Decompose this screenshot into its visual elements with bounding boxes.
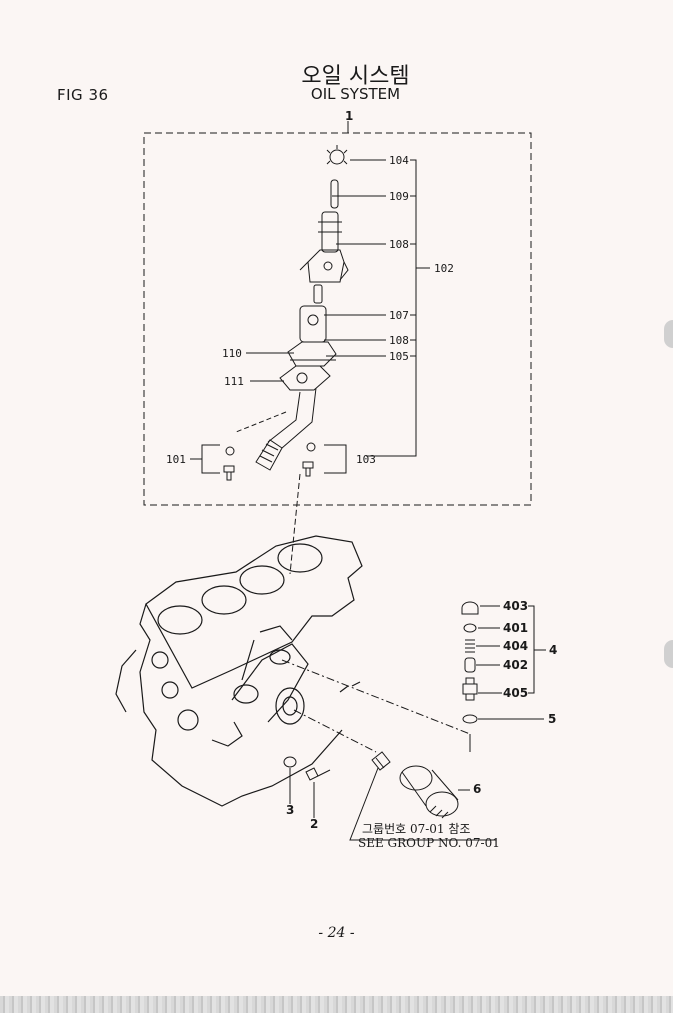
callout-101: 101: [166, 453, 186, 466]
spring-404: [465, 639, 475, 653]
oil-pump-shaft-lower: [313, 284, 323, 304]
callout-102: 102: [434, 262, 454, 275]
callout-2: 2: [310, 817, 318, 831]
callout-110: 110: [222, 347, 242, 360]
callout-108-upper: 108: [389, 238, 409, 251]
bolt-101: [223, 446, 235, 481]
callout-108-lower: 108: [389, 334, 409, 347]
callout-401: 401: [503, 621, 528, 635]
binder-hole-top: [664, 320, 673, 348]
bolt-103: [302, 442, 316, 477]
reference-note-english: SEE GROUP NO. 07-01: [358, 836, 500, 850]
washer-3: [283, 756, 297, 768]
valve-402: [464, 657, 476, 673]
oil-pump-shaft: [330, 179, 339, 209]
engine-block: [115, 535, 363, 807]
oil-pump-body-upper: [299, 211, 349, 283]
callout-107: 107: [389, 309, 409, 322]
callout-5: 5: [548, 712, 556, 726]
callout-104: 104: [389, 154, 409, 167]
callout-1: 1: [345, 109, 353, 123]
callout-4: 4: [549, 643, 557, 657]
gasket-401: [463, 623, 477, 633]
oil-filter: [399, 765, 459, 819]
plug-403: [461, 601, 479, 615]
callout-404: 404: [503, 639, 528, 653]
callout-109: 109: [389, 190, 409, 203]
callout-103: 103: [356, 453, 376, 466]
oil-strainer-pipe: [255, 387, 317, 471]
scan-edge: [0, 996, 673, 1013]
callout-405: 405: [503, 686, 528, 700]
binder-hole-bottom: [664, 640, 673, 668]
callout-111: 111: [224, 375, 244, 388]
callout-403: 403: [503, 599, 528, 613]
bolt-2: [305, 767, 331, 781]
gasket-5: [462, 714, 478, 724]
assembly-box: [143, 132, 532, 506]
title-korean: 오일 시스템: [301, 64, 410, 89]
fitting-405: [462, 677, 478, 701]
filter-nipple: [371, 751, 391, 771]
oil-strainer-gasket: [279, 365, 331, 391]
callout-3: 3: [286, 803, 294, 817]
reference-note-korean: 그룹번호 07-01 참조: [362, 822, 471, 836]
callout-105: 105: [389, 350, 409, 363]
callout-6: 6: [473, 782, 481, 796]
title-english: OIL SYSTEM: [310, 85, 401, 103]
oil-pump-gear: [326, 145, 348, 165]
callout-402: 402: [503, 658, 528, 672]
page-number: - 24 -: [318, 925, 355, 941]
figure-label: FIG 36: [57, 86, 109, 104]
